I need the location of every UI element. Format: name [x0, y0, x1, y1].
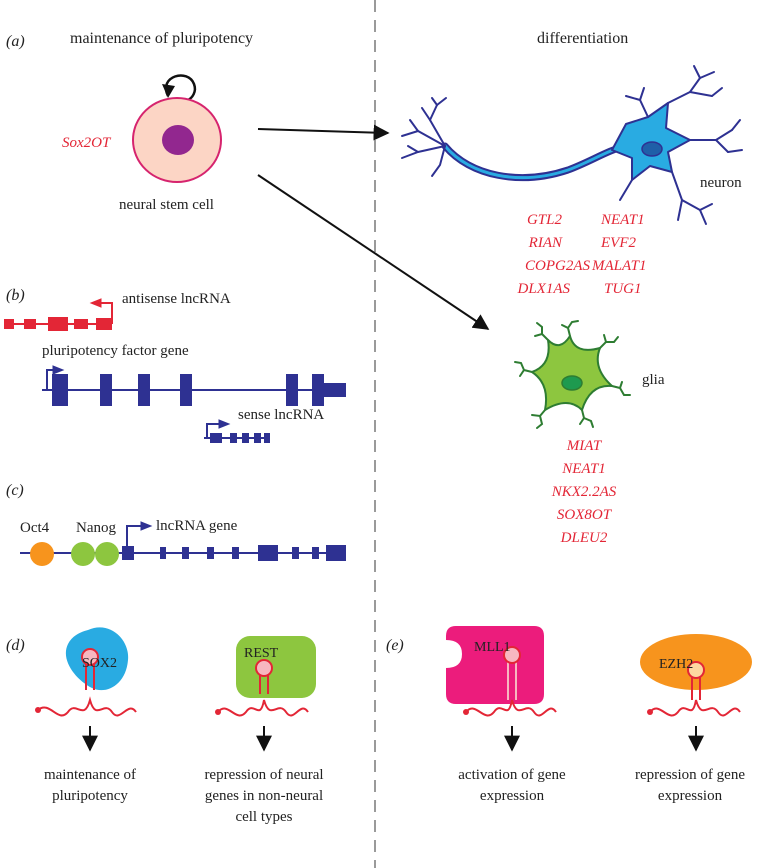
- sox2-label: SOX2: [82, 656, 117, 671]
- self-renewal-arrowhead: [162, 84, 175, 98]
- mll1-complex: [446, 626, 557, 717]
- panel-d: (d) SOX2 maintenance of pluripotency RES…: [6, 627, 324, 825]
- neuron-gene: MALAT1: [591, 258, 646, 274]
- glia-gene: DLEU2: [560, 530, 608, 546]
- neuron-gene: DLX1AS: [517, 281, 571, 297]
- glia-gene: MIAT: [566, 438, 603, 454]
- antisense-lncrna-track: [4, 298, 113, 331]
- neuron-illustration: [401, 65, 743, 225]
- panel-d-letter: (d): [6, 637, 25, 654]
- glia-gene: SOX8OT: [557, 507, 613, 523]
- panel-e-letter: (e): [386, 637, 404, 654]
- rest-outcome-line: repression of neural: [204, 767, 323, 783]
- sox2-complex: [35, 627, 137, 717]
- self-renewal-arrow: [164, 74, 197, 102]
- arrow-to-glia: [257, 174, 490, 330]
- lncrna-gene-label: lncRNA gene: [156, 518, 238, 534]
- oct4-circle: [30, 542, 54, 566]
- neuron-label: neuron: [700, 175, 742, 191]
- nanog-circle-1: [71, 542, 95, 566]
- pluripotency-gene-track: [42, 365, 346, 406]
- ezh2-complex: [640, 634, 752, 717]
- pluripotency-gene-label: pluripotency factor gene: [42, 343, 189, 359]
- stem-cell-nucleus: [162, 125, 194, 155]
- glia-illustration: [514, 320, 631, 429]
- neuron-gene: RIAN: [528, 235, 563, 251]
- ezh2-outcome-line: repression of gene: [635, 767, 745, 783]
- nanog-label: Nanog: [76, 520, 116, 536]
- antisense-lncrna-label: antisense lncRNA: [122, 291, 231, 307]
- glia-gene-list: MIAT NEAT1 NKX2.2AS SOX8OT DLEU2: [551, 438, 617, 546]
- panel-a-letter: (a): [6, 33, 25, 50]
- neuron-gene: TUG1: [604, 281, 642, 297]
- neuron-gene: EVF2: [600, 235, 636, 251]
- panel-b-letter: (b): [6, 287, 25, 304]
- sox2-outcome-line: maintenance of: [44, 767, 136, 783]
- panel-c: (c) Oct4 Nanog lncRNA gene: [6, 482, 346, 566]
- neuron-gene: NEAT1: [600, 212, 645, 228]
- mll1-label: MLL1: [474, 640, 511, 655]
- sense-lncrna-track: [204, 419, 270, 443]
- panel-c-letter: (c): [6, 482, 24, 499]
- glia-label: glia: [642, 372, 665, 388]
- sense-lncrna-label: sense lncRNA: [238, 407, 324, 423]
- rest-outcome-line: genes in non-neural: [205, 788, 323, 804]
- panel-a: (a) maintenance of pluripotency differen…: [6, 30, 743, 546]
- lncrna-gene-track: [20, 521, 346, 561]
- nanog-circle-2: [95, 542, 119, 566]
- ezh2-outcome-line: expression: [658, 788, 723, 804]
- mll1-outcome-line: expression: [480, 788, 545, 804]
- stem-cell-gene: Sox2OT: [62, 135, 112, 151]
- rest-outcome-line: cell types: [235, 809, 292, 825]
- glia-gene: NKX2.2AS: [551, 484, 617, 500]
- stem-cell-label: neural stem cell: [119, 197, 214, 213]
- panel-b: (b) antisense lncRNA pluripotency factor…: [4, 287, 346, 443]
- rest-label: REST: [244, 646, 279, 661]
- panel-a-right-title: differentiation: [537, 30, 628, 47]
- neuron-gene-list: GTL2 NEAT1 RIAN EVF2 COPG2AS MALAT1 DLX1…: [517, 212, 647, 297]
- neuron-gene: COPG2AS: [525, 258, 590, 274]
- panel-a-left-title: maintenance of pluripotency: [70, 30, 253, 47]
- oct4-label: Oct4: [20, 520, 50, 536]
- ezh2-label: EZH2: [659, 657, 693, 672]
- neuron-gene: GTL2: [527, 212, 563, 228]
- rest-complex: [215, 636, 316, 717]
- panel-e: (e) MLL1 activation of gene expression E…: [386, 626, 752, 804]
- mll1-outcome-line: activation of gene: [458, 767, 566, 783]
- sox2-outcome-line: pluripotency: [52, 788, 128, 804]
- arrow-to-neuron: [257, 124, 390, 141]
- glia-gene: NEAT1: [561, 461, 606, 477]
